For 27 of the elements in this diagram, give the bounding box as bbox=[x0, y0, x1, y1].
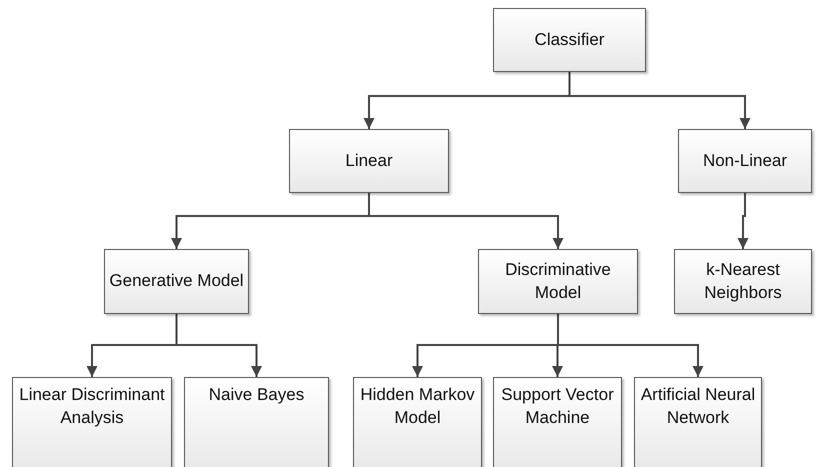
node-label: Generative Model bbox=[108, 270, 245, 292]
arrow bbox=[176, 314, 262, 377]
node-label: Discriminative Model bbox=[504, 258, 612, 304]
arrow bbox=[368, 193, 564, 249]
node-label: Support Vector Machine bbox=[500, 384, 615, 429]
arrow bbox=[557, 314, 704, 377]
node-label: Linear Discriminant Analysis bbox=[18, 384, 166, 429]
arrow bbox=[738, 193, 748, 249]
category-box bbox=[493, 8, 646, 72]
node-label: Hidden Markov Model bbox=[359, 384, 476, 429]
category-box bbox=[493, 377, 622, 467]
arrow bbox=[568, 72, 750, 129]
category-box bbox=[289, 129, 449, 193]
node-label: Classifier bbox=[534, 28, 606, 51]
node-label: Non-Linear bbox=[702, 150, 788, 172]
category-box bbox=[184, 377, 329, 467]
category-box bbox=[678, 129, 812, 193]
category-box bbox=[353, 377, 482, 467]
category-box bbox=[104, 249, 249, 314]
category-box bbox=[12, 377, 172, 467]
category-box bbox=[478, 249, 638, 314]
category-box bbox=[674, 249, 812, 314]
node-label: Artificial Neural Network bbox=[640, 384, 756, 429]
category-box bbox=[634, 377, 762, 467]
node-label: Linear bbox=[344, 150, 394, 172]
node-label: k-Nearest Neighbors bbox=[703, 258, 783, 304]
node-label: Naive Bayes bbox=[208, 384, 306, 406]
